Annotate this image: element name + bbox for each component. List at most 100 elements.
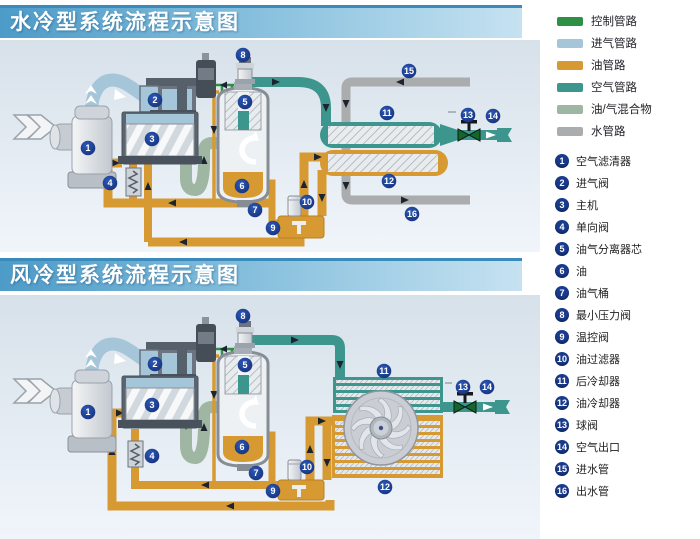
marker-5: 5: [237, 94, 253, 110]
svg-text:14: 14: [488, 111, 498, 121]
part-item-3: 3 主机: [545, 194, 697, 216]
part-number-badge: 13: [555, 418, 569, 432]
part-item-10: 10 油过滤器: [545, 348, 697, 370]
marker-3: 3: [144, 131, 160, 147]
diagram-markers: 1 2 3 4 5 6 7 8 9 10 11 12 13 14 15 16: [80, 47, 501, 236]
part-number-badge: 16: [555, 484, 569, 498]
svg-text:3: 3: [149, 134, 154, 144]
part-item-4: 4 单向阀: [545, 216, 697, 238]
separator-tank: [216, 321, 270, 471]
legend-row-air-pipe: 空气管路: [545, 76, 697, 98]
marker-4: 4: [144, 448, 160, 464]
part-label: 油过滤器: [576, 354, 620, 366]
part-number-badge: 15: [555, 462, 569, 476]
air-inlet-arrow: [12, 114, 58, 140]
part-item-13: 13 球阀: [545, 414, 697, 436]
marker-10: 10: [299, 459, 315, 475]
svg-text:9: 9: [270, 486, 275, 496]
minimum-pressure-valve: [235, 321, 255, 348]
part-label: 主机: [576, 200, 598, 212]
marker-13: 13: [460, 107, 476, 123]
svg-text:10: 10: [302, 197, 312, 207]
part-label: 球阀: [576, 420, 598, 432]
svg-text:8: 8: [240, 50, 245, 60]
color-chip-water-pipe: [557, 126, 583, 136]
svg-text:10: 10: [302, 462, 312, 472]
part-label: 单向阀: [576, 222, 609, 234]
air-cooled-title: 风冷型系统流程示意图: [10, 264, 240, 287]
oil-filter: [287, 195, 302, 217]
part-number-badge: 9: [555, 330, 569, 344]
part-number-badge: 14: [555, 440, 569, 454]
color-chip-control-pipe: [557, 16, 583, 26]
part-label: 油: [576, 266, 587, 278]
svg-text:16: 16: [407, 209, 417, 219]
part-number-badge: 11: [555, 374, 569, 388]
part-item-16: 16 出水管: [545, 480, 697, 502]
part-number-badge: 8: [555, 308, 569, 322]
part-label: 空气滤清器: [576, 156, 631, 168]
legend-label: 油管路: [591, 60, 626, 72]
screw-compressor: [118, 375, 202, 429]
svg-text:5: 5: [242, 97, 247, 107]
part-label: 出水管: [576, 486, 609, 498]
marker-7: 7: [248, 465, 264, 481]
part-label: 空气出口: [576, 442, 620, 454]
marker-10: 10: [299, 194, 315, 210]
part-number-badge: 10: [555, 352, 569, 366]
marker-7: 7: [247, 202, 263, 218]
legend-row-oil-gas-mixture: 油/气混合物: [545, 98, 697, 120]
svg-text:7: 7: [253, 468, 258, 478]
legend-label: 空气管路: [591, 82, 637, 94]
marker-11: 11: [379, 105, 395, 121]
color-chip-oil-gas-mixture: [557, 104, 583, 114]
legend-row-control-pipe: 控制管路: [545, 10, 697, 32]
marker-1: 1: [80, 140, 96, 156]
compressed-air-pipe: [252, 335, 345, 379]
svg-text:5: 5: [242, 360, 247, 370]
part-number-badge: 6: [555, 264, 569, 278]
water-cooled-title: 水冷型系统流程示意图: [10, 11, 240, 34]
svg-text:6: 6: [239, 442, 244, 452]
svg-text:3: 3: [149, 400, 154, 410]
svg-text:6: 6: [239, 181, 244, 191]
marker-11: 11: [376, 363, 392, 379]
water-cooled-diagram: 1 2 3 4 5 6 7 8 9 10 11 12 13 14 15 16: [0, 40, 540, 252]
legend-label: 水管路: [591, 126, 626, 138]
part-label: 后冷却器: [576, 376, 620, 388]
svg-text:8: 8: [240, 311, 245, 321]
compressed-air-pipe: [252, 77, 331, 126]
marker-1: 1: [80, 404, 96, 420]
legend-label: 进气管路: [591, 38, 637, 50]
part-item-12: 12 油冷却器: [545, 392, 697, 414]
part-number-badge: 3: [555, 198, 569, 212]
svg-text:4: 4: [107, 178, 112, 188]
legend-row-water-pipe: 水管路: [545, 120, 697, 142]
part-number-badge: 2: [555, 176, 569, 190]
svg-text:13: 13: [463, 110, 473, 120]
solenoid-valve: [196, 53, 216, 98]
thermostat-valve-block: [277, 215, 325, 239]
marker-12: 12: [381, 173, 397, 189]
screw-compressor: [118, 111, 202, 165]
check-valve: [127, 440, 144, 468]
marker-2: 2: [147, 356, 163, 372]
cooling-fan: [343, 390, 419, 466]
svg-text:7: 7: [252, 205, 257, 215]
solenoid-valve: [196, 317, 216, 362]
part-item-14: 14 空气出口: [545, 436, 697, 458]
marker-8: 8: [235, 308, 251, 324]
part-item-11: 11 后冷却器: [545, 370, 697, 392]
part-label: 油冷却器: [576, 398, 620, 410]
marker-16: 16: [404, 206, 420, 222]
svg-text:12: 12: [384, 176, 394, 186]
svg-text:11: 11: [379, 366, 389, 376]
part-number-badge: 4: [555, 220, 569, 234]
svg-text:11: 11: [382, 108, 392, 118]
check-valve: [125, 167, 142, 197]
marker-14: 14: [485, 108, 501, 124]
part-number-badge: 12: [555, 396, 569, 410]
